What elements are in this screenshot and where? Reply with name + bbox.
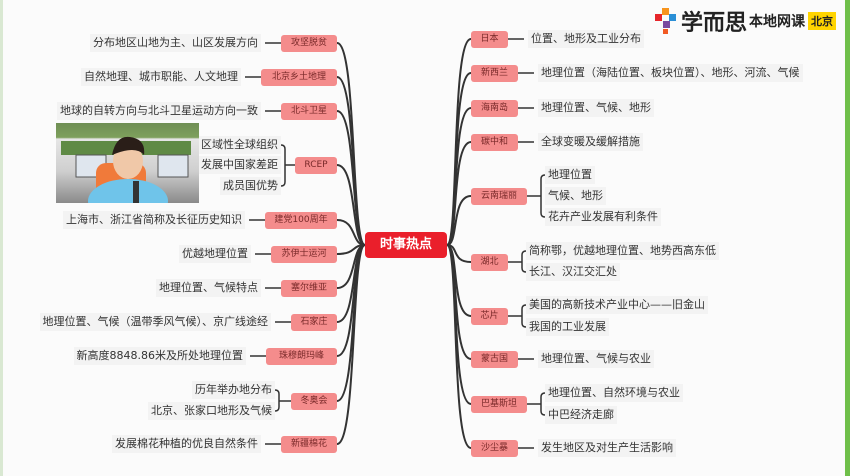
branch-node[interactable]: 湖北 [471,253,508,271]
leaf-topic[interactable]: 区域性全球组织 [198,136,281,154]
leaf-topic[interactable]: 发生地区及对生产生活影响 [538,439,676,457]
branch-node[interactable]: 海南岛 [471,99,518,117]
connector-line [446,107,472,246]
mindmap-canvas: 时事热点 学而思 本地网课 北京 分布地区山地为主、山区发展方向自然地理、城市职… [3,0,845,476]
leaf-topic[interactable]: 中巴经济走廊 [545,406,617,424]
branch-node[interactable]: 北斗卫星 [281,102,337,120]
branch-node[interactable]: 蒙古国 [471,350,518,368]
leaf-topic[interactable]: 全球变暖及缓解措施 [538,133,643,151]
frame-border [845,0,850,476]
logo-brand: 学而思 [681,11,748,36]
branch-node[interactable]: 苏伊士运河 [271,245,337,263]
branch-node[interactable]: 建党100周年 [265,211,337,229]
connector-line [540,174,546,218]
presenter-image [61,136,191,203]
connector-lines [245,38,546,449]
leaf-topic[interactable]: 自然地理、城市职能、人文地理 [81,68,241,86]
leaf-topic[interactable]: 北京、张家口地形及气候 [148,402,275,420]
connector-line [336,164,366,246]
branch-node[interactable]: 珠穆朗玛峰 [266,347,337,365]
connector-line [446,141,472,246]
connector-line [446,195,472,246]
webcam-video [56,123,199,203]
leaf-topic[interactable]: 长江、汉江交汇处 [526,263,620,281]
connector-line [540,392,546,416]
logo-mark-icon [655,8,676,34]
logo-sub: 本地网课 [749,14,806,30]
leaf-topic[interactable]: 历年举办地分布 [192,381,275,399]
leaf-topic[interactable]: 我国的工业发展 [526,318,609,336]
leaf-topic[interactable]: 优越地理位置 [179,245,251,263]
connector-line [336,244,366,445]
connector-line [521,250,527,273]
central-topic[interactable]: 时事热点 [365,232,447,258]
leaf-topic[interactable]: 花卉产业发展有利条件 [545,208,661,226]
leaf-topic[interactable]: 发展棉花种植的优良自然条件 [112,435,261,453]
leaf-topic[interactable]: 地球的自转方向与北斗卫星运动方向一致 [57,102,261,120]
connector-line [336,42,366,246]
leaf-topic[interactable]: 地理位置、气候与农业 [538,350,654,368]
logo-city: 北京 [808,12,837,30]
branch-node[interactable]: 塞尔维亚 [281,279,337,297]
branch-node[interactable]: 新西兰 [471,64,518,82]
leaf-topic[interactable]: 成员国优势 [220,177,281,195]
connector-line [521,304,527,328]
branch-node[interactable]: 攻坚脱贫 [281,34,337,52]
leaf-topic[interactable]: 美国的高新技术产业中心——旧金山 [526,296,708,314]
branch-node[interactable]: 芯片 [471,307,508,325]
branch-node[interactable]: 日本 [471,30,508,48]
leaf-topic[interactable]: 地理位置 [545,166,595,184]
leaf-topic[interactable]: 上海市、浙江省简称及长征历史知识 [63,211,245,229]
branch-node[interactable]: 冬奥会 [291,392,337,410]
branch-node[interactable]: 巴基斯坦 [471,395,527,413]
leaf-topic[interactable]: 分布地区山地为主、山区发展方向 [90,34,261,52]
branch-node[interactable]: 北京乡土地理 [261,68,337,86]
leaf-topic[interactable]: 新高度8848.86米及所处地理位置 [73,347,246,365]
leaf-topic[interactable]: 位置、地形及工业分布 [528,30,644,48]
leaf-topic[interactable]: 发展中国家差距 [198,156,281,174]
connector-line [336,110,366,246]
branch-node[interactable]: RCEP [295,156,337,174]
branch-node[interactable]: 石家庄 [291,313,337,331]
leaf-topic[interactable]: 地理位置、气候（温带季风气候）、京广线途经 [39,313,271,331]
branch-node[interactable]: 云南瑞丽 [471,187,527,205]
leaf-topic[interactable]: 简称鄂，优越地理位置、地势西高东低 [526,242,719,260]
connector-line [446,244,472,449]
leaf-topic[interactable]: 地理位置（海陆位置、板块位置）、地形、河流、气候 [538,64,803,82]
branch-node[interactable]: 沙尘暴 [471,439,518,457]
leaf-topic[interactable]: 地理位置、气候、地形 [538,99,654,117]
connector-line [274,389,280,412]
branch-node[interactable]: 新疆棉花 [281,435,337,453]
branch-node[interactable]: 碳中和 [471,133,518,151]
logo: 学而思 本地网课 北京 [653,5,837,37]
connector-line [280,144,286,187]
leaf-topic[interactable]: 气候、地形 [545,187,606,205]
leaf-topic[interactable]: 地理位置、自然环境与农业 [545,384,683,402]
leaf-topic[interactable]: 地理位置、气候特点 [156,279,261,297]
